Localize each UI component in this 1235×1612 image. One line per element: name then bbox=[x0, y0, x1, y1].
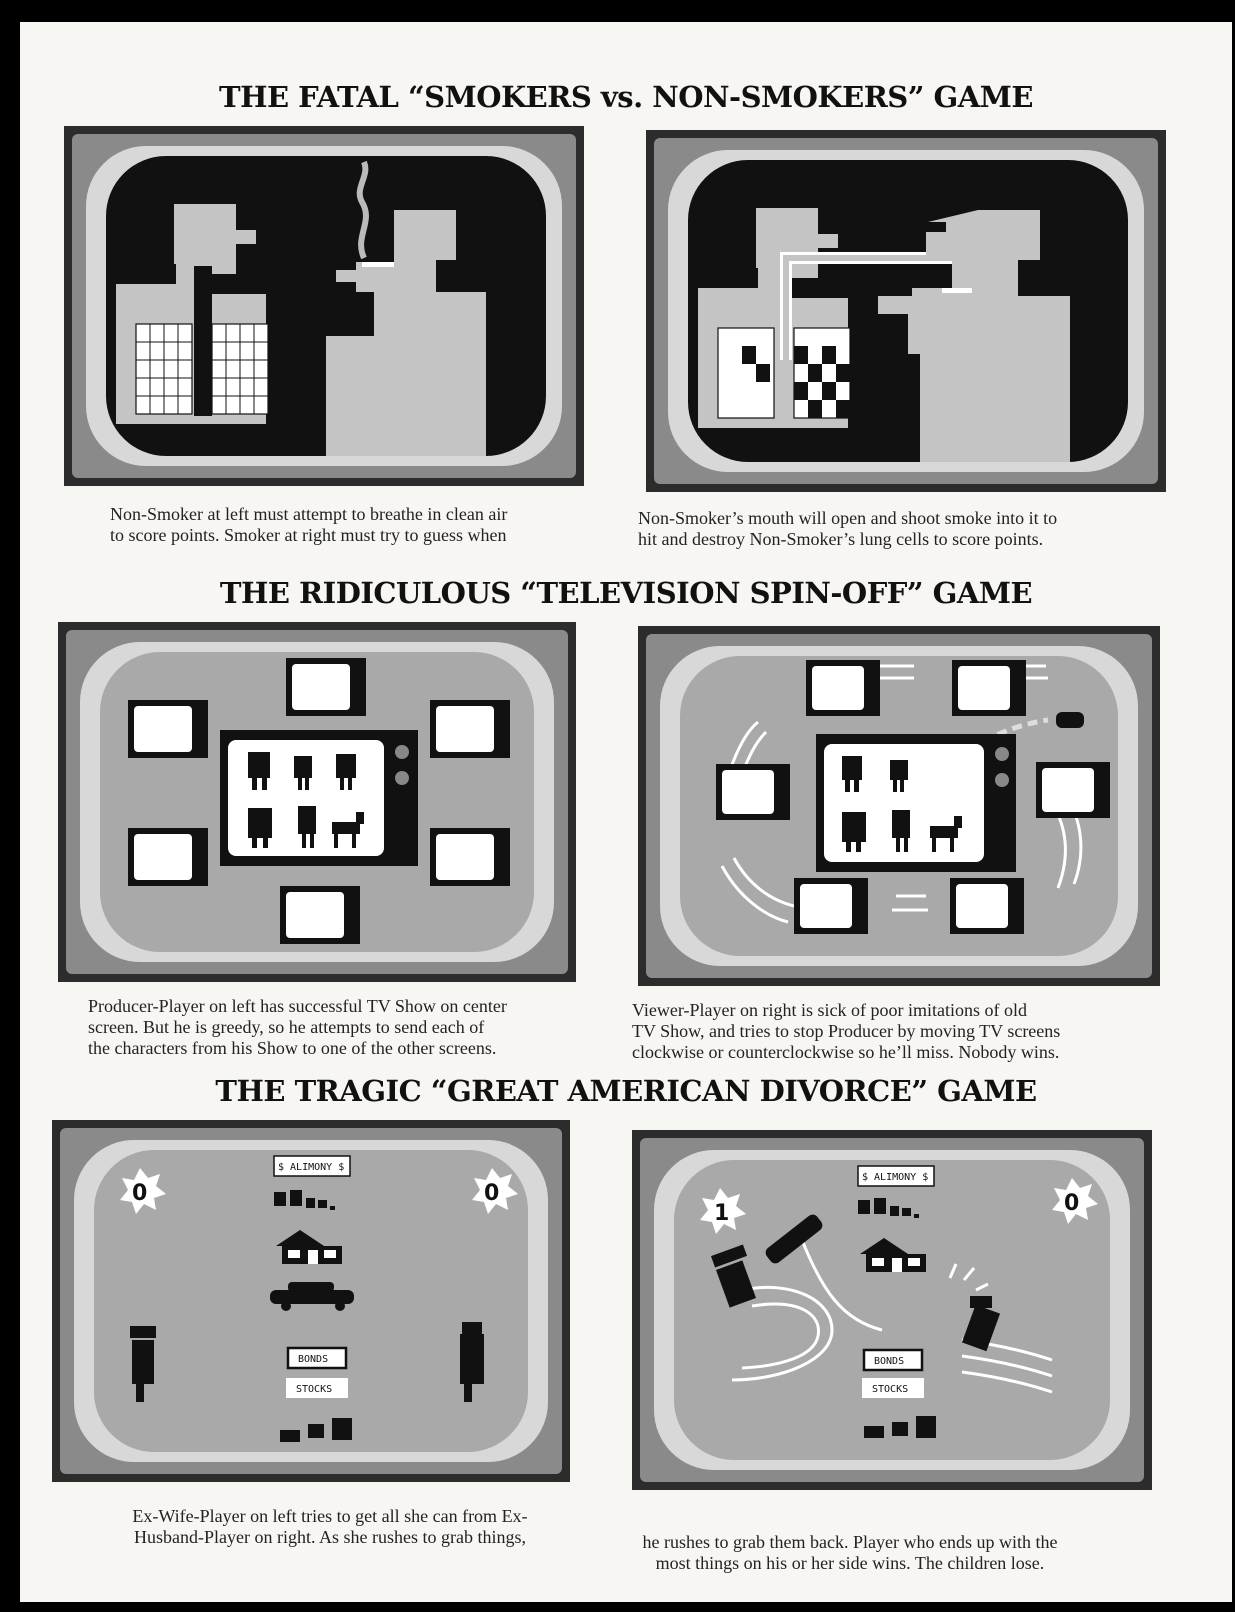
caption-line: clockwise or counterclockwise so he’ll m… bbox=[632, 1042, 1060, 1062]
game2-caption-right: Viewer-Player on right is sick of poor i… bbox=[632, 1000, 1138, 1063]
caption-line: to score points. Smoker at right must tr… bbox=[110, 525, 507, 545]
score-left: 0 bbox=[132, 1181, 147, 1206]
game3-caption-right: he rushes to grab them back. Player who … bbox=[600, 1532, 1100, 1574]
caption-line: Ex-Wife-Player on left tries to get all … bbox=[132, 1506, 528, 1526]
tv-spinoff-left bbox=[58, 622, 576, 982]
game1-caption-right: Non-Smoker’s mouth will open and shoot s… bbox=[638, 508, 1118, 550]
tv-divorce-left: 0 0 $ ALIMONY $ BONDS STOCKS bbox=[52, 1120, 570, 1482]
game1-title: THE FATAL “SMOKERS vs. NON-SMOKERS” GAME bbox=[219, 80, 1034, 114]
caption-line: Producer-Player on left has successful T… bbox=[88, 996, 507, 1016]
bonds-label: BONDS bbox=[874, 1356, 904, 1367]
caption-line: screen. But he is greedy, so he attempts… bbox=[88, 1017, 485, 1037]
game2-title: THE RIDICULOUS “TELEVISION SPIN-OFF” GAM… bbox=[219, 576, 1033, 610]
magazine-page: THE FATAL “SMOKERS vs. NON-SMOKERS” GAME bbox=[20, 22, 1232, 1602]
caption-line: Husband-Player on right. As she rushes t… bbox=[134, 1527, 526, 1547]
tv-smokers-right bbox=[646, 130, 1166, 492]
score-left: 1 bbox=[714, 1201, 729, 1226]
alimony-label: $ ALIMONY $ bbox=[862, 1172, 928, 1183]
page-edge bbox=[0, 1602, 1235, 1612]
caption-line: he rushes to grab them back. Player who … bbox=[642, 1532, 1058, 1552]
score-right: 0 bbox=[484, 1181, 499, 1206]
caption-line: TV Show, and tries to stop Producer by m… bbox=[632, 1021, 1061, 1041]
caption-line: Non-Smoker at left must attempt to breat… bbox=[110, 504, 508, 524]
alimony-label: $ ALIMONY $ bbox=[278, 1162, 344, 1173]
stocks-label: STOCKS bbox=[296, 1384, 332, 1395]
tv-divorce-right: 1 0 $ ALIMONY $ BONDS STOCKS bbox=[632, 1130, 1152, 1490]
caption-line: hit and destroy Non-Smoker’s lung cells … bbox=[638, 529, 1044, 549]
score-right: 0 bbox=[1064, 1191, 1079, 1216]
game3-caption-left: Ex-Wife-Player on left tries to get all … bbox=[80, 1506, 580, 1548]
tv-spinoff-right bbox=[638, 626, 1160, 986]
bonds-label: BONDS bbox=[298, 1354, 328, 1365]
caption-line: most things on his or her side wins. The… bbox=[655, 1553, 1045, 1573]
stocks-label: STOCKS bbox=[872, 1384, 908, 1395]
tv-smokers-left bbox=[64, 126, 584, 486]
caption-line: Non-Smoker’s mouth will open and shoot s… bbox=[638, 508, 1058, 528]
game3-title: THE TRAGIC “GREAT AMERICAN DIVORCE” GAME bbox=[215, 1074, 1037, 1108]
caption-line: Viewer-Player on right is sick of poor i… bbox=[632, 1000, 1027, 1020]
caption-line: the characters from his Show to one of t… bbox=[88, 1038, 497, 1058]
game1-caption-left: Non-Smoker at left must attempt to breat… bbox=[110, 504, 580, 546]
game2-caption-left: Producer-Player on left has successful T… bbox=[88, 996, 584, 1059]
